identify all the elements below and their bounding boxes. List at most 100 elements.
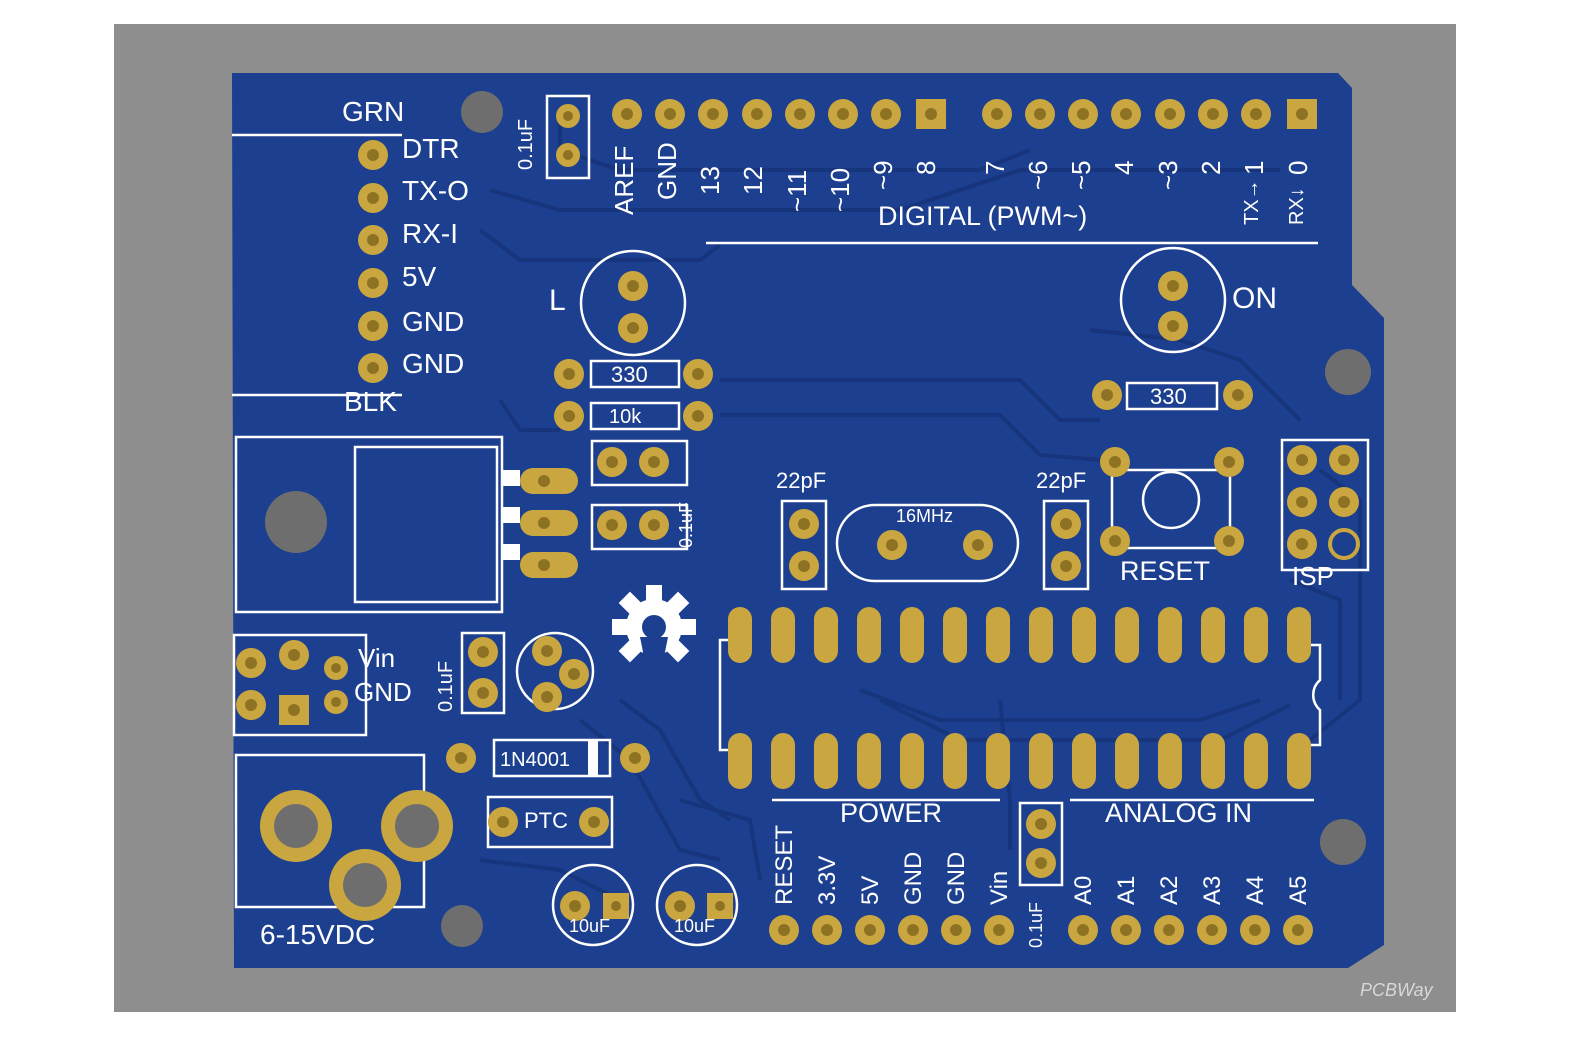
digital-pin-label: 8 <box>911 161 941 175</box>
mcu-top-row[interactable] <box>728 607 1311 663</box>
digital-pin-label: ~6 <box>1023 160 1053 190</box>
regulator-3v3-pad[interactable] <box>532 682 562 712</box>
digital-pin-label: 0 <box>1283 161 1313 175</box>
resistor-label: 10k <box>609 406 642 428</box>
crystal-label: 16MHz <box>896 506 953 526</box>
resistor-pad[interactable] <box>554 401 584 431</box>
crystal-pad[interactable] <box>877 530 907 560</box>
cap-pad[interactable] <box>597 510 627 540</box>
diode-band <box>588 740 598 776</box>
power-pin-label: 3.3V <box>814 856 841 905</box>
vdc-label: 6-15VDC <box>260 919 375 950</box>
ftdi-label: GND <box>402 306 464 337</box>
power-pin-label: Vin <box>986 871 1013 905</box>
digital-pin-label: 1 <box>1239 161 1269 175</box>
resistor-pad[interactable] <box>1223 380 1253 410</box>
cap-pad[interactable] <box>1026 848 1056 878</box>
digital-header-right[interactable] <box>982 99 1317 129</box>
diode-pad[interactable] <box>620 743 650 773</box>
ftdi-label: RX-I <box>402 218 458 249</box>
crystal-pad[interactable] <box>963 530 993 560</box>
gnd-label: GND <box>354 677 412 707</box>
ptc-label: PTC <box>524 808 568 833</box>
led-l-pad[interactable] <box>618 313 648 343</box>
led-on-pad[interactable] <box>1158 271 1188 301</box>
digital-pin-label: 12 <box>738 166 768 195</box>
digital-pin-label: AREF <box>609 146 639 215</box>
resistor-pad[interactable] <box>683 359 713 389</box>
ftdi-label: 5V <box>402 261 437 292</box>
cap-22pf-pad[interactable] <box>789 509 819 539</box>
cap-label: 0.1uF <box>515 119 537 170</box>
analog-pin-label: A2 <box>1156 876 1183 905</box>
analog-pin-label: A4 <box>1242 876 1269 905</box>
tx-label: TX→ <box>1241 179 1263 225</box>
diode-pad[interactable] <box>446 743 476 773</box>
label-grn: GRN <box>342 96 404 127</box>
power-pin-label: 5V <box>857 876 884 905</box>
ptc-pad[interactable] <box>488 807 518 837</box>
digital-pin-label: ~11 <box>782 170 812 212</box>
cap-pad[interactable] <box>556 143 580 167</box>
analog-pin-label: A1 <box>1113 876 1140 905</box>
resistor-pad[interactable] <box>683 401 713 431</box>
cap-pad[interactable] <box>556 104 580 128</box>
analog-pin-label: A3 <box>1199 876 1226 905</box>
cap-22pf-pad[interactable] <box>1051 509 1081 539</box>
cap-label: 22pF <box>1036 468 1086 493</box>
cap-label: 0.1uF <box>435 661 457 712</box>
digital-pin-label: ~9 <box>868 160 898 190</box>
regulator-3v3-pad[interactable] <box>559 659 589 689</box>
led-on-pad[interactable] <box>1158 311 1188 341</box>
resistor-pad[interactable] <box>554 359 584 389</box>
silkscreen <box>232 94 1370 947</box>
voltage-regulator <box>265 468 578 578</box>
rx-label: RX↓ <box>1286 187 1308 225</box>
analog-header-label: ANALOG IN <box>1105 798 1252 828</box>
cap-label: 22pF <box>776 468 826 493</box>
mounting-holes <box>441 91 1371 947</box>
isp-label: ISP <box>1292 561 1334 591</box>
cap-label: 0.1uF <box>676 502 696 548</box>
digital-header-left[interactable] <box>612 99 946 129</box>
mcu-bottom-row[interactable] <box>728 733 1311 789</box>
cap-22pf-pad[interactable] <box>1051 551 1081 581</box>
analog-pin-label: A5 <box>1285 876 1312 905</box>
power-pin-label: GND <box>943 852 970 905</box>
digital-pin-label: 7 <box>980 161 1010 175</box>
cap-pad[interactable] <box>597 447 627 477</box>
cap-label: 10uF <box>674 916 715 936</box>
cap-pad[interactable] <box>639 447 669 477</box>
ftdi-label: TX-O <box>402 175 469 206</box>
cap-pad[interactable] <box>639 510 669 540</box>
regulator-3v3-pad[interactable] <box>532 636 562 666</box>
label-blk: BLK <box>344 386 397 417</box>
analog-pin-label: A0 <box>1070 876 1097 905</box>
digital-pin-label: ~5 <box>1066 160 1096 190</box>
power-jack[interactable] <box>236 640 453 921</box>
cap-pad[interactable] <box>468 678 498 708</box>
digital-pin-label: ~3 <box>1153 160 1183 190</box>
power-pin-label: RESET <box>771 825 798 905</box>
digital-pin-label: 13 <box>695 166 725 195</box>
ftdi-label: DTR <box>402 133 460 164</box>
digital-pin-label: GND <box>652 142 682 200</box>
isp-header[interactable] <box>1287 445 1360 560</box>
power-pin-label: GND <box>900 852 927 905</box>
ptc-pad[interactable] <box>579 807 609 837</box>
led-l-pad[interactable] <box>618 271 648 301</box>
resistor-pad[interactable] <box>1092 380 1122 410</box>
vin-label: Vin <box>358 643 395 673</box>
gear-logo-icon <box>612 585 696 667</box>
watermark: PCBWay <box>1360 980 1434 1000</box>
digital-pin-label: ~10 <box>825 168 855 212</box>
cap-pad[interactable] <box>1026 809 1056 839</box>
power-header-label: POWER <box>840 798 942 828</box>
cap-22pf-pad[interactable] <box>789 551 819 581</box>
cap-pad[interactable] <box>468 637 498 667</box>
cap-label: 0.1uF <box>1026 902 1046 948</box>
resistor-label: 330 <box>1150 384 1187 409</box>
reset-label: RESET <box>1120 556 1210 586</box>
digital-pin-label: 4 <box>1109 161 1139 175</box>
